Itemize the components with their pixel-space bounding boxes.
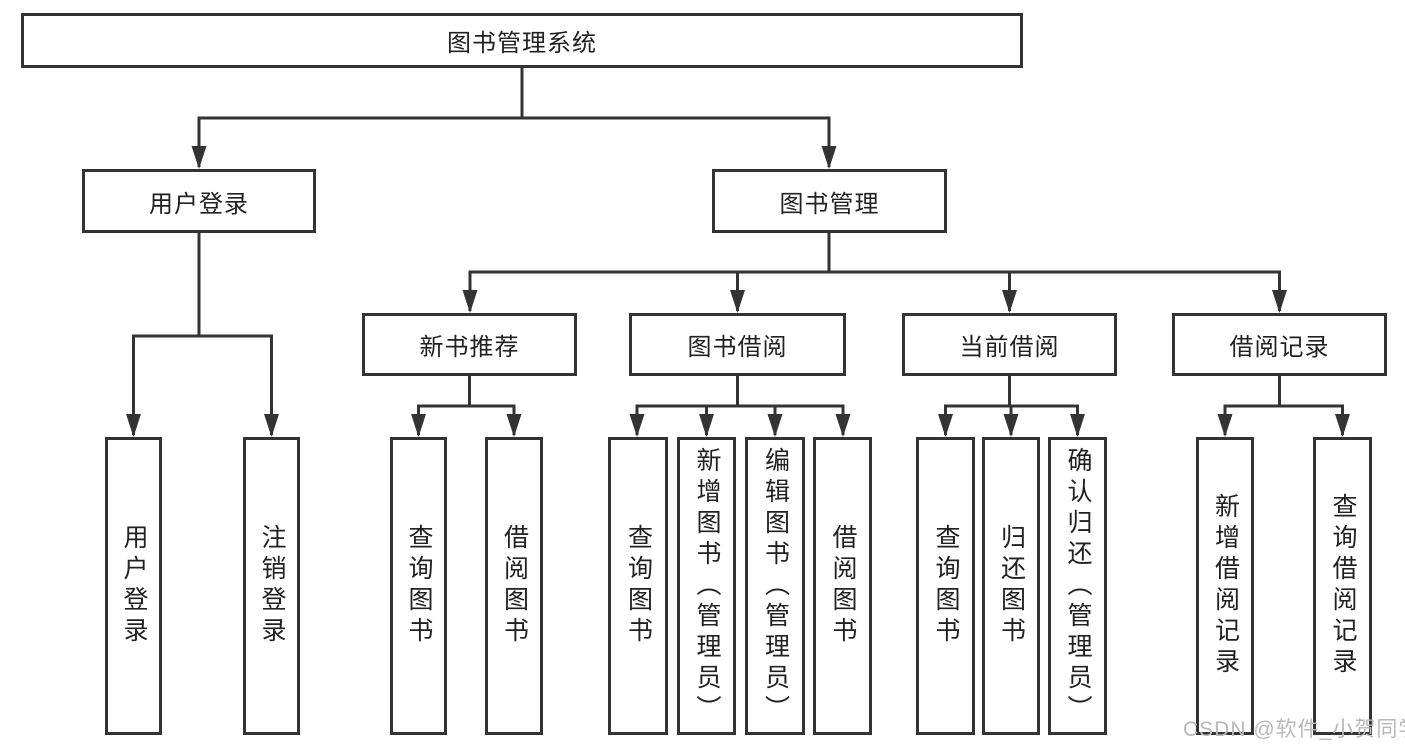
- leaf-bb-query-books-label: 查询图书: [624, 524, 653, 648]
- leaf-cb-confirm-return-admin: 确认归还（管理员）: [1048, 437, 1107, 735]
- leaf-nb-borrow-books: 借阅图书: [485, 437, 543, 735]
- leaf-bb-edit-book-admin: 编辑图书（管理员）: [745, 437, 805, 735]
- leaf-cb-return-books: 归还图书: [982, 437, 1040, 735]
- node-root-label: 图书管理系统: [447, 30, 597, 57]
- leaf-logout-label: 注销登录: [258, 524, 286, 648]
- node-borrow-records: 借阅记录: [1172, 313, 1387, 376]
- leaf-nb-query-books: 查询图书: [390, 437, 447, 735]
- arrow-borrow-records: [1272, 290, 1287, 313]
- node-current-borrow: 当前借阅: [902, 313, 1117, 376]
- node-book-borrow: 图书借阅: [629, 313, 846, 376]
- leaf-bb-borrow-books: 借阅图书: [813, 437, 872, 735]
- leaf-cb-query-books: 查询图书: [916, 437, 975, 735]
- arrow-nb-query: [411, 414, 426, 437]
- node-root: 图书管理系统: [21, 13, 1023, 68]
- arrow-cb-return: [1003, 414, 1019, 437]
- arrow-cb-confirm: [1070, 414, 1085, 437]
- arrow-new-book: [462, 290, 478, 313]
- leaf-nb-borrow-books-label: 借阅图书: [500, 524, 529, 648]
- leaf-bb-add-book-admin-label: 新增图书（管理员）: [693, 446, 721, 726]
- leaf-bb-edit-book-admin-label: 编辑图书（管理员）: [761, 446, 790, 726]
- leaf-user-login-label: 用户登录: [120, 524, 148, 648]
- arrow-bb-add: [699, 414, 714, 437]
- arrow-br-query: [1335, 414, 1350, 437]
- leaf-cb-query-books-label: 查询图书: [932, 524, 960, 648]
- leaf-bb-add-book-admin: 新增图书（管理员）: [677, 437, 736, 735]
- node-book-borrow-label: 图书借阅: [687, 334, 788, 361]
- watermark: CSDN @软件_小贺同学: [1183, 718, 1405, 741]
- node-current-borrow-label: 当前借阅: [959, 334, 1060, 361]
- arrow-leaf-user-login: [126, 414, 141, 437]
- leaf-cb-return-books-label: 归还图书: [997, 524, 1026, 648]
- leaf-bb-query-books: 查询图书: [608, 437, 668, 735]
- node-new-book-recommend-label: 新书推荐: [419, 334, 520, 361]
- leaf-logout: 注销登录: [243, 437, 300, 735]
- leaf-br-query-record: 查询借阅记录: [1313, 437, 1372, 735]
- arrowheads: [126, 146, 1350, 437]
- arrow-book-management: [821, 146, 837, 169]
- arrow-leaf-logout: [264, 414, 279, 437]
- arrow-cb-query: [938, 414, 953, 437]
- arrow-bb-borrow: [835, 414, 851, 437]
- connector-strokes: [132, 68, 1344, 435]
- arrow-bb-edit: [767, 414, 783, 437]
- node-new-book-recommend: 新书推荐: [362, 313, 577, 376]
- leaf-nb-query-books-label: 查询图书: [405, 524, 433, 648]
- arrow-br-add: [1217, 414, 1233, 437]
- arrow-bb-query: [629, 414, 645, 437]
- arrow-user-login: [191, 146, 207, 169]
- node-book-management-label: 图书管理: [779, 190, 880, 218]
- arrow-nb-borrow: [506, 414, 522, 437]
- arrow-book-borrow: [730, 290, 745, 313]
- arrow-current-borrow: [1002, 290, 1017, 313]
- node-borrow-records-label: 借阅记录: [1229, 334, 1330, 361]
- node-user-login-label: 用户登录: [149, 190, 249, 218]
- leaf-br-add-record-label: 新增借阅记录: [1211, 493, 1240, 679]
- leaf-cb-confirm-return-admin-label: 确认归还（管理员）: [1064, 446, 1092, 726]
- leaf-br-query-record-label: 查询借阅记录: [1329, 493, 1357, 679]
- node-user-login: 用户登录: [82, 169, 316, 233]
- leaf-br-add-record: 新增借阅记录: [1196, 437, 1254, 735]
- leaf-bb-borrow-books-label: 借阅图书: [829, 524, 857, 648]
- leaf-user-login: 用户登录: [105, 437, 162, 735]
- node-book-management: 图书管理: [712, 169, 947, 233]
